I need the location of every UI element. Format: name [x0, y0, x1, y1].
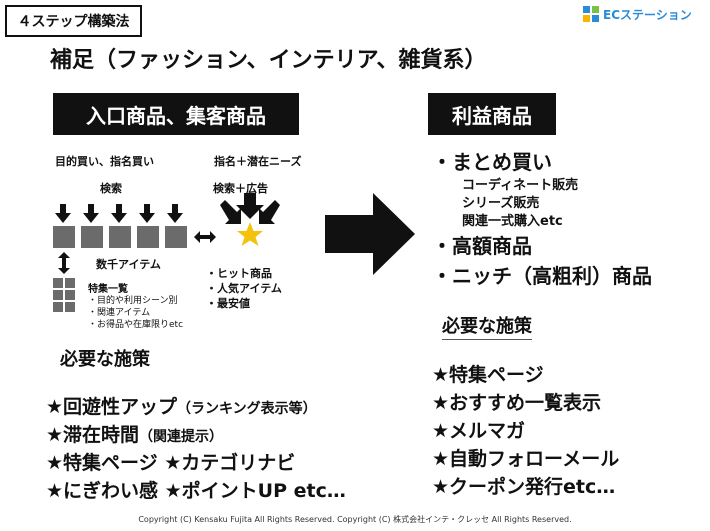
product-square [81, 226, 103, 248]
right-item: ・高額商品 [432, 234, 532, 258]
col2-heading: 指名＋潜在ニーズ [214, 155, 302, 168]
double-arrow-icon [194, 231, 216, 243]
right-sub-item: 関連一式購入etc [462, 214, 563, 229]
profit-products-band: 利益商品 [428, 93, 556, 135]
right-sub-item: シリーズ販売 [462, 196, 540, 211]
col2-item: ・ヒット商品 [206, 267, 272, 280]
brand-logo: ECステーション [582, 5, 692, 23]
right-item: ・ニッチ（高粗利）商品 [432, 264, 652, 288]
right-item: ・まとめ買い [432, 150, 552, 174]
vertical-arrow-icon [58, 252, 70, 274]
page-title: 補足（ファッション、インテリア、雑貨系） [50, 48, 487, 73]
product-square [53, 226, 75, 248]
logo-icon [582, 5, 600, 23]
col2-item: ・最安値 [206, 297, 250, 310]
col2-search-label: 検索＋広告 [213, 182, 268, 195]
product-square [165, 226, 187, 248]
left-measure: ★にぎわい感 ★ポイントUP etc… [46, 480, 346, 502]
left-measures-heading: 必要な施策 [60, 349, 150, 370]
feature-title: 特集一覧 [88, 284, 128, 295]
right-measure: ★おすすめ一覧表示 [432, 392, 602, 414]
right-measure: ★特集ページ [432, 364, 544, 386]
product-count: 数千アイテム [96, 258, 161, 271]
copyright-footer: Copyright (C) Kensaku Fujita All Rights … [138, 515, 572, 524]
right-measure: ★メルマガ [432, 420, 526, 442]
feature-item: ・関連アイテム [88, 308, 151, 318]
entry-products-band: 入口商品、集客商品 [53, 93, 299, 135]
col1-search-label: 検索 [100, 182, 122, 195]
method-tag: ４ステップ構築法 [5, 5, 142, 37]
feature-grid-icon [53, 278, 87, 312]
search-arrows-icon [55, 204, 183, 223]
right-measure: ★クーポン発行etc… [432, 476, 616, 498]
star-arrows-icon [220, 193, 280, 246]
right-arrow-icon [325, 193, 415, 275]
product-square [137, 226, 159, 248]
feature-item: ・お得品や在庫限りetc [88, 320, 184, 330]
col1-heading: 目的買い、指名買い [55, 155, 154, 168]
feature-item: ・目的や利用シーン別 [88, 296, 178, 306]
left-measure: ★特集ページ ★カテゴリナビ [46, 452, 296, 474]
right-measures-heading: 必要な施策 [442, 312, 532, 340]
left-measure: ★回遊性アップ（ランキング表示等） [46, 396, 317, 418]
product-square [109, 226, 131, 248]
col2-item: ・人気アイテム [206, 282, 282, 295]
right-sub-item: コーディネート販売 [462, 178, 579, 193]
right-measure: ★自動フォローメール [432, 448, 620, 470]
logo-text: ECステーション [603, 7, 692, 22]
left-measure: ★滞在時間（関連提示） [46, 424, 224, 446]
